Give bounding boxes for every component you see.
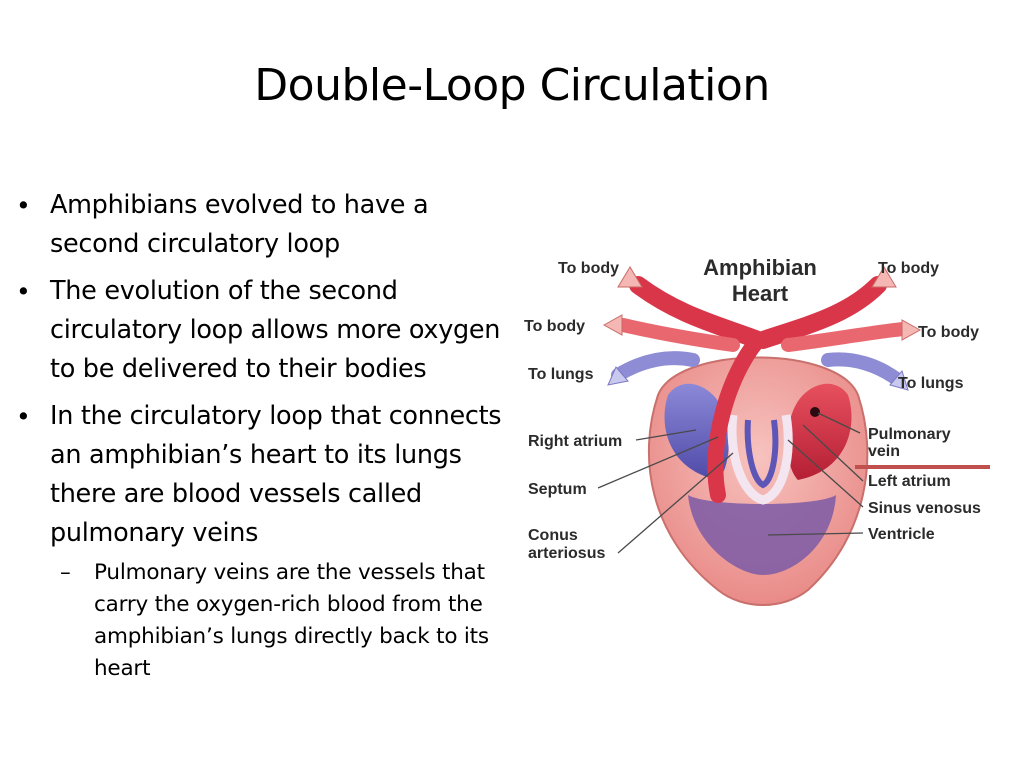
arrow-to-body-mid-right <box>901 319 922 341</box>
bullet-item: • Amphibians evolved to have a second ci… <box>14 186 514 264</box>
artery-right <box>754 276 887 349</box>
diagram-title-line2: Heart <box>732 281 789 306</box>
arrow-to-body-mid-left <box>602 314 623 336</box>
label-pulmonary-line1: Pulmonary <box>868 426 951 443</box>
label-to-body-mid-left: To body <box>524 318 585 335</box>
diagram-title-line1: Amphibian <box>703 255 817 280</box>
septum-structure <box>727 414 793 505</box>
arrow-to-body-top-right <box>871 266 897 288</box>
sub-bullet-glyph: – <box>60 560 71 585</box>
label-to-body-mid-right: To body <box>918 324 979 341</box>
label-to-body-top-left: To body <box>558 260 619 277</box>
bullet-glyph: • <box>16 277 31 306</box>
label-to-body-top-right: To body <box>878 260 939 277</box>
sub-bullet-list: – Pulmonary veins are the vessels that c… <box>50 557 514 685</box>
label-sinus-venosus: Sinus venosus <box>868 500 981 517</box>
arrow-to-body-top-left <box>617 266 643 288</box>
bullet-text: Amphibians evolved to have a second circ… <box>50 190 429 259</box>
label-left-atrium: Left atrium <box>868 473 951 490</box>
sub-bullet-text: Pulmonary veins are the vessels that car… <box>94 560 489 681</box>
label-ventricle: Ventricle <box>868 526 935 543</box>
heart-illustration: Amphibian Heart To body To body To body … <box>524 255 990 606</box>
pulmonary-artery-right <box>821 352 905 387</box>
artery-left <box>629 276 767 349</box>
bullet-item: • In the circulatory loop that connects … <box>14 397 514 685</box>
label-conus-line2: arteriosus <box>528 545 605 562</box>
conus-arteriosus <box>707 332 766 503</box>
label-septum: Septum <box>528 481 587 498</box>
label-right-atrium: Right atrium <box>528 433 622 450</box>
label-pulmonary-line2: vein <box>868 443 900 460</box>
leader-lines <box>597 412 864 554</box>
bullet-item: • The evolution of the second circulator… <box>14 272 514 389</box>
bullet-text: The evolution of the second circulatory … <box>50 276 501 384</box>
slide-title: Double-Loop Circulation <box>254 60 770 111</box>
sub-bullet-item: – Pulmonary veins are the vessels that c… <box>50 557 514 685</box>
amphibian-heart-diagram: Amphibian Heart To body To body To body … <box>518 245 1004 615</box>
bullet-glyph: • <box>16 402 31 431</box>
pulmonary-artery-left <box>611 351 700 382</box>
label-to-lungs-right: To lungs <box>898 375 964 392</box>
label-conus-line1: Conus <box>528 527 578 544</box>
bullet-glyph: • <box>16 191 31 220</box>
bullet-text: In the circulatory loop that connects an… <box>50 401 502 548</box>
arrow-to-lungs-left <box>607 366 629 386</box>
label-to-lungs-left: To lungs <box>528 366 594 383</box>
bullet-list: • Amphibians evolved to have a second ci… <box>14 186 514 693</box>
pulmonary-vein-opening <box>810 407 820 417</box>
arrow-to-lungs-right <box>889 369 909 391</box>
ventricle-chamber <box>688 495 836 575</box>
